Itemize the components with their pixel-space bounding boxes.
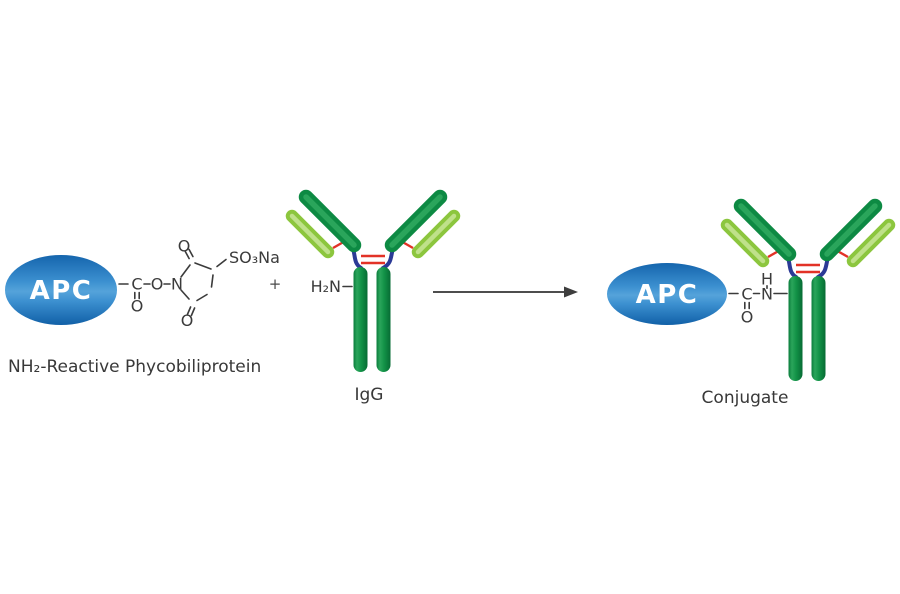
ring-bottom-o-label: O [181, 311, 194, 330]
succinimide-ring [180, 248, 227, 317]
reagent-caption: NH₂-Reactive Phycobiliprotein [8, 357, 261, 377]
reagent-group: APC C O O N [5, 237, 280, 377]
amide-o-label: O [741, 308, 754, 327]
reaction-arrow [433, 286, 578, 298]
apc-label: APC [30, 276, 93, 306]
igg-caption: IgG [355, 385, 384, 405]
ring-top-o-label: O [178, 237, 191, 256]
carbonyl-o-label: O [131, 297, 144, 316]
conjugate-group: APC C O N H Conjugate [607, 206, 889, 408]
apc-blob [5, 255, 117, 325]
carbonyl-c-label: C [131, 275, 142, 294]
conjugate-caption: Conjugate [702, 388, 789, 408]
amide-n-label: N [761, 285, 773, 304]
ester-o-label: O [151, 275, 164, 294]
plus-sign: + [269, 275, 282, 293]
amide-h-label: H [761, 270, 773, 289]
apc-blob-conjugate [607, 263, 727, 325]
apc-label-conjugate: APC [636, 280, 699, 310]
arrow-head-icon [564, 286, 578, 298]
sulfo-group-label: SO₃Na [229, 248, 280, 267]
amide-c-label: C [741, 285, 752, 304]
amine-label: H₂N [311, 277, 341, 296]
succinimide-n-label: N [171, 275, 183, 294]
igg-group: H₂N IgG [292, 197, 454, 405]
